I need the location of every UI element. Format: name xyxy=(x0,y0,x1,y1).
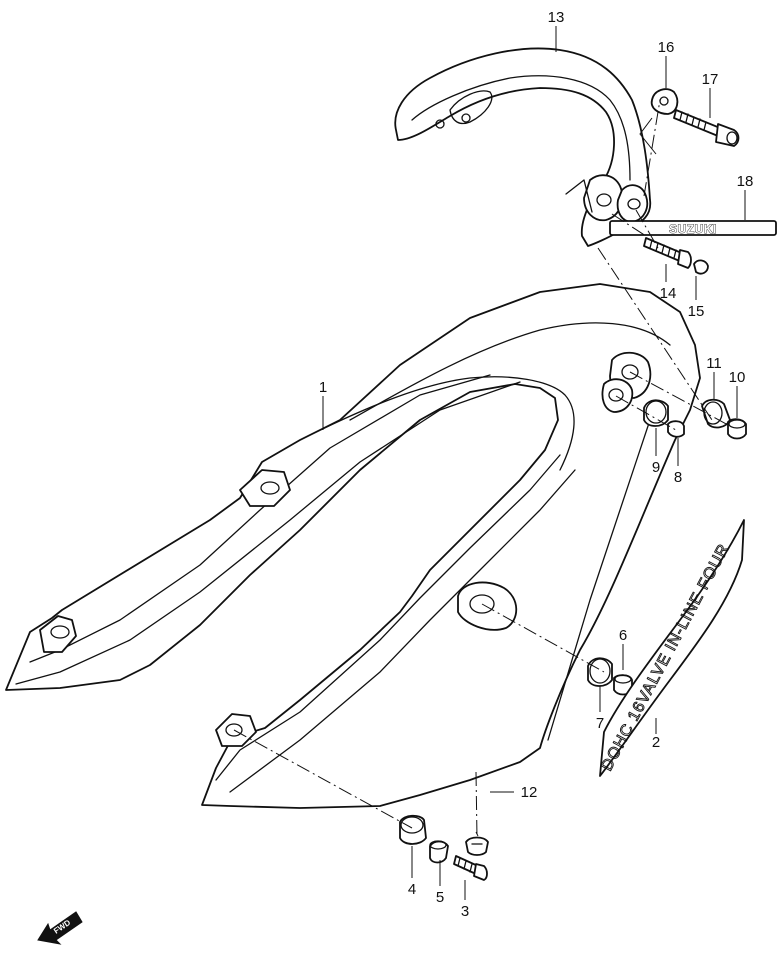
callout-12: 12 xyxy=(521,784,538,801)
lower-handle-bolt xyxy=(643,237,692,269)
brand-badge-text: SUZUKI xyxy=(669,222,717,236)
callout-14: 14 xyxy=(660,285,677,302)
small-cap xyxy=(693,259,709,275)
collar-middle xyxy=(667,420,685,438)
grommet-side xyxy=(587,657,613,687)
collar-upper xyxy=(727,418,747,440)
callout-4: 4 xyxy=(408,881,416,898)
brand-badge: SUZUKI xyxy=(609,220,777,236)
callout-13: 13 xyxy=(548,9,565,26)
callout-17: 17 xyxy=(702,71,719,88)
grommet-bottom xyxy=(399,814,427,845)
callout-9: 9 xyxy=(652,459,660,476)
callout-labels: 1 2 3 4 5 6 7 8 9 10 11 12 13 14 15 16 1… xyxy=(319,9,754,920)
callout-2: 2 xyxy=(652,734,660,751)
assembly-lines xyxy=(233,99,731,839)
callout-11: 11 xyxy=(706,355,722,372)
collar-bottom xyxy=(429,840,449,864)
callout-16: 16 xyxy=(658,39,675,56)
rivet xyxy=(465,831,489,856)
callout-6: 6 xyxy=(619,627,627,644)
callout-15: 15 xyxy=(688,303,705,320)
callout-1: 1 xyxy=(319,379,327,396)
forward-arrow-icon: FWD xyxy=(37,911,83,945)
callout-3: 3 xyxy=(461,903,469,920)
callout-5: 5 xyxy=(436,889,444,906)
callout-7: 7 xyxy=(596,715,604,732)
bolt-bottom xyxy=(453,855,488,881)
callout-18: 18 xyxy=(737,173,754,190)
callout-8: 8 xyxy=(674,469,682,486)
grab-handle xyxy=(394,47,657,247)
leader-lines xyxy=(322,26,746,900)
seat-tail-cover xyxy=(5,283,701,809)
handle-bolt xyxy=(673,109,740,147)
washer xyxy=(650,88,679,115)
callout-10: 10 xyxy=(729,369,746,386)
side-emblem-text: DOHC 16VALVE IN-LINE FOUR xyxy=(599,541,734,774)
grommet-middle xyxy=(643,399,669,427)
